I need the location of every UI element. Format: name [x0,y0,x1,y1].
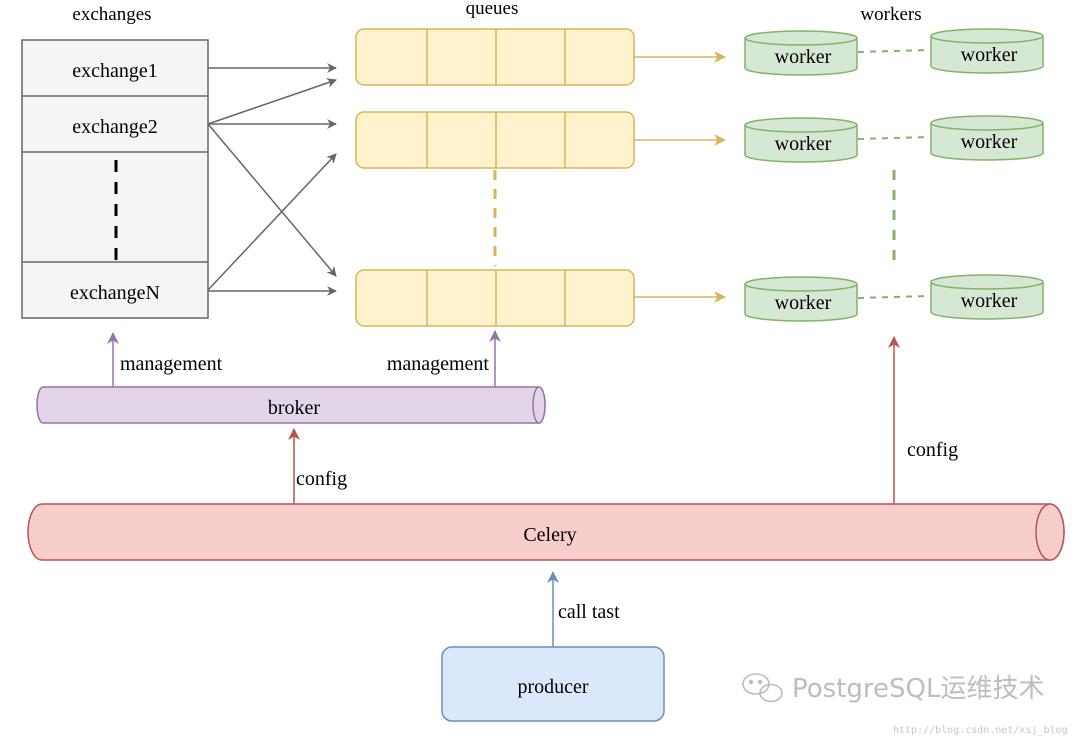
queues-header: queues [466,0,519,19]
celery-label: Celery [523,524,576,546]
management-label-left: management [120,353,223,375]
worker-2a: worker [744,117,858,163]
producer-label: producer [517,676,588,698]
watermark: PostgreSQL运维技术 http://blog.csdn.net/xsj_… [742,673,1068,736]
watermark-url: http://blog.csdn.net/xsj_blog [893,725,1068,736]
broker-label: broker [268,397,321,419]
worker-label: worker [961,44,1018,66]
config-label-workers: config [907,439,958,461]
worker-label: worker [775,46,832,68]
exchanges-header: exchanges [72,4,151,25]
worker-label: worker [961,131,1018,153]
consume-arrows [634,51,726,303]
queue-n [355,269,635,327]
call-task-label: call tast [558,601,620,623]
exchange-2: exchange2 [72,116,158,138]
worker-2b: worker [930,115,1044,161]
worker-label: worker [775,133,832,155]
worker-nb: worker [930,274,1044,320]
management-label-right: management [387,353,490,375]
worker-links [857,49,931,299]
worker-1a: worker [744,30,858,76]
exchange-n: exchangeN [70,282,160,304]
wechat-icon [742,673,783,703]
watermark-text: PostgreSQL运维技术 [792,674,1044,704]
broker-cylinder: broker [36,386,546,424]
config-label-broker: config [296,468,347,490]
workers-header: workers [860,4,921,25]
exchanges-stack: exchange1 exchange2 exchangeN [21,39,209,319]
worker-label: worker [961,290,1018,312]
worker-1b: worker [930,28,1044,74]
worker-label: worker [775,292,832,314]
binding-arrows [207,63,337,296]
producer-box: producer [441,646,665,722]
queue-2 [355,111,635,169]
exchange-1: exchange1 [72,60,158,82]
celery-cylinder: Celery [27,503,1065,561]
queue-1 [355,28,635,86]
worker-na: worker [744,276,858,322]
